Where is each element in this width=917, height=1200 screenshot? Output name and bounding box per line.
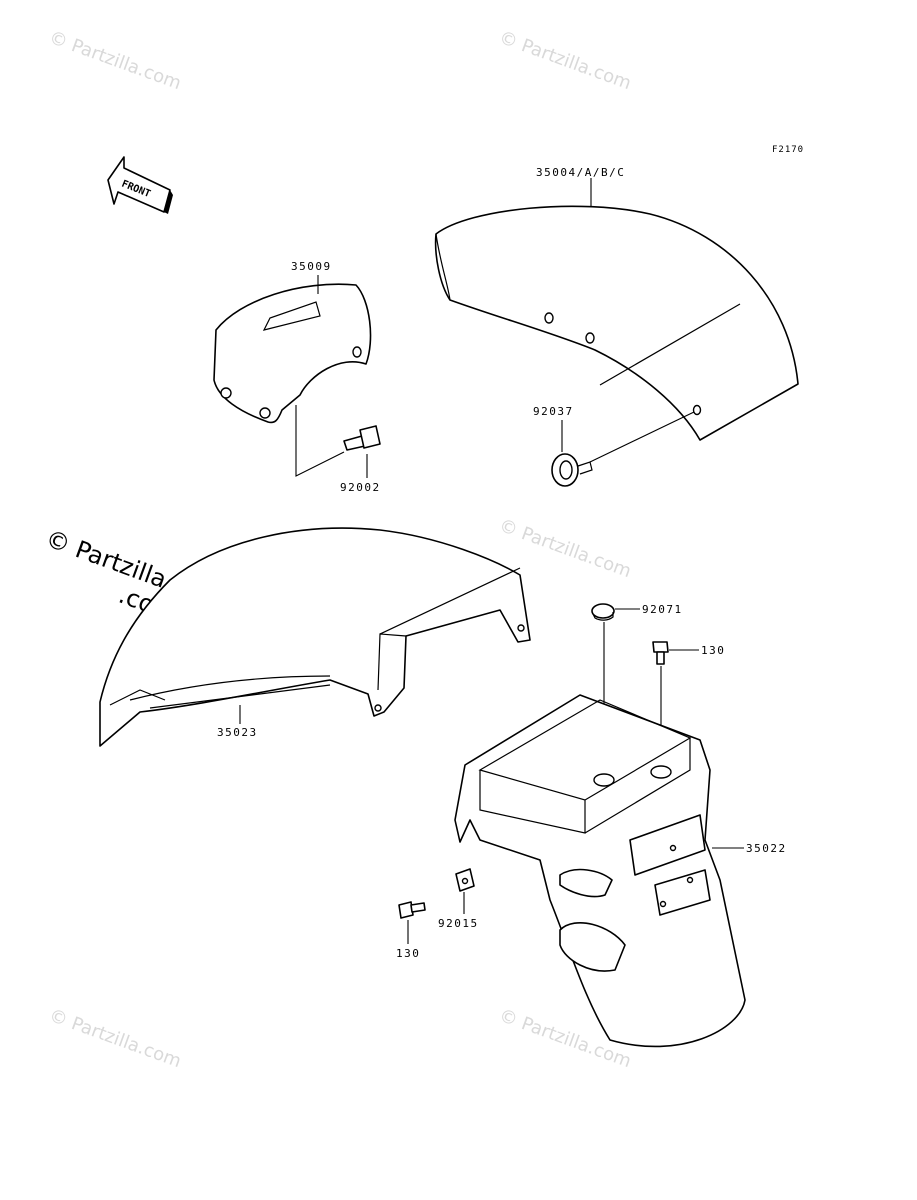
part-label-92071: 92071	[642, 603, 683, 616]
front-fender	[434, 205, 799, 441]
bolt-130-lower-icon	[398, 901, 426, 919]
part-label-92015: 92015	[438, 917, 479, 930]
fender-cover	[213, 283, 372, 424]
watermark-text-large: © Partzilla	[42, 524, 170, 594]
figure-code: F2170	[772, 145, 804, 155]
rear-fender-front	[99, 527, 531, 747]
watermark-text: © Partzilla.com	[46, 1005, 184, 1072]
part-label-35023: 35023	[217, 726, 258, 739]
part-label-35004: 35004/A/B/C	[536, 166, 625, 179]
front-arrow-icon: FRONT	[107, 156, 173, 214]
nut-92015-icon	[455, 868, 475, 892]
part-label-130-upper: 130	[701, 644, 725, 657]
watermark-text: © Partzilla.com	[496, 515, 634, 582]
part-label-35022: 35022	[746, 842, 787, 855]
part-label-92037: 92037	[533, 405, 574, 418]
part-label-92002: 92002	[340, 481, 381, 494]
rear-fender-rear	[454, 694, 746, 1048]
part-label-35009: 35009	[291, 260, 332, 273]
cap-92071-icon	[591, 603, 615, 621]
watermark-text: © Partzilla.com	[46, 27, 184, 94]
watermark-text: © Partzilla.com	[496, 27, 634, 94]
part-label-130-lower: 130	[396, 947, 420, 960]
grommet-part	[551, 453, 593, 487]
bolt-92002-icon	[343, 425, 381, 451]
bolt-130-upper-icon	[652, 641, 669, 665]
